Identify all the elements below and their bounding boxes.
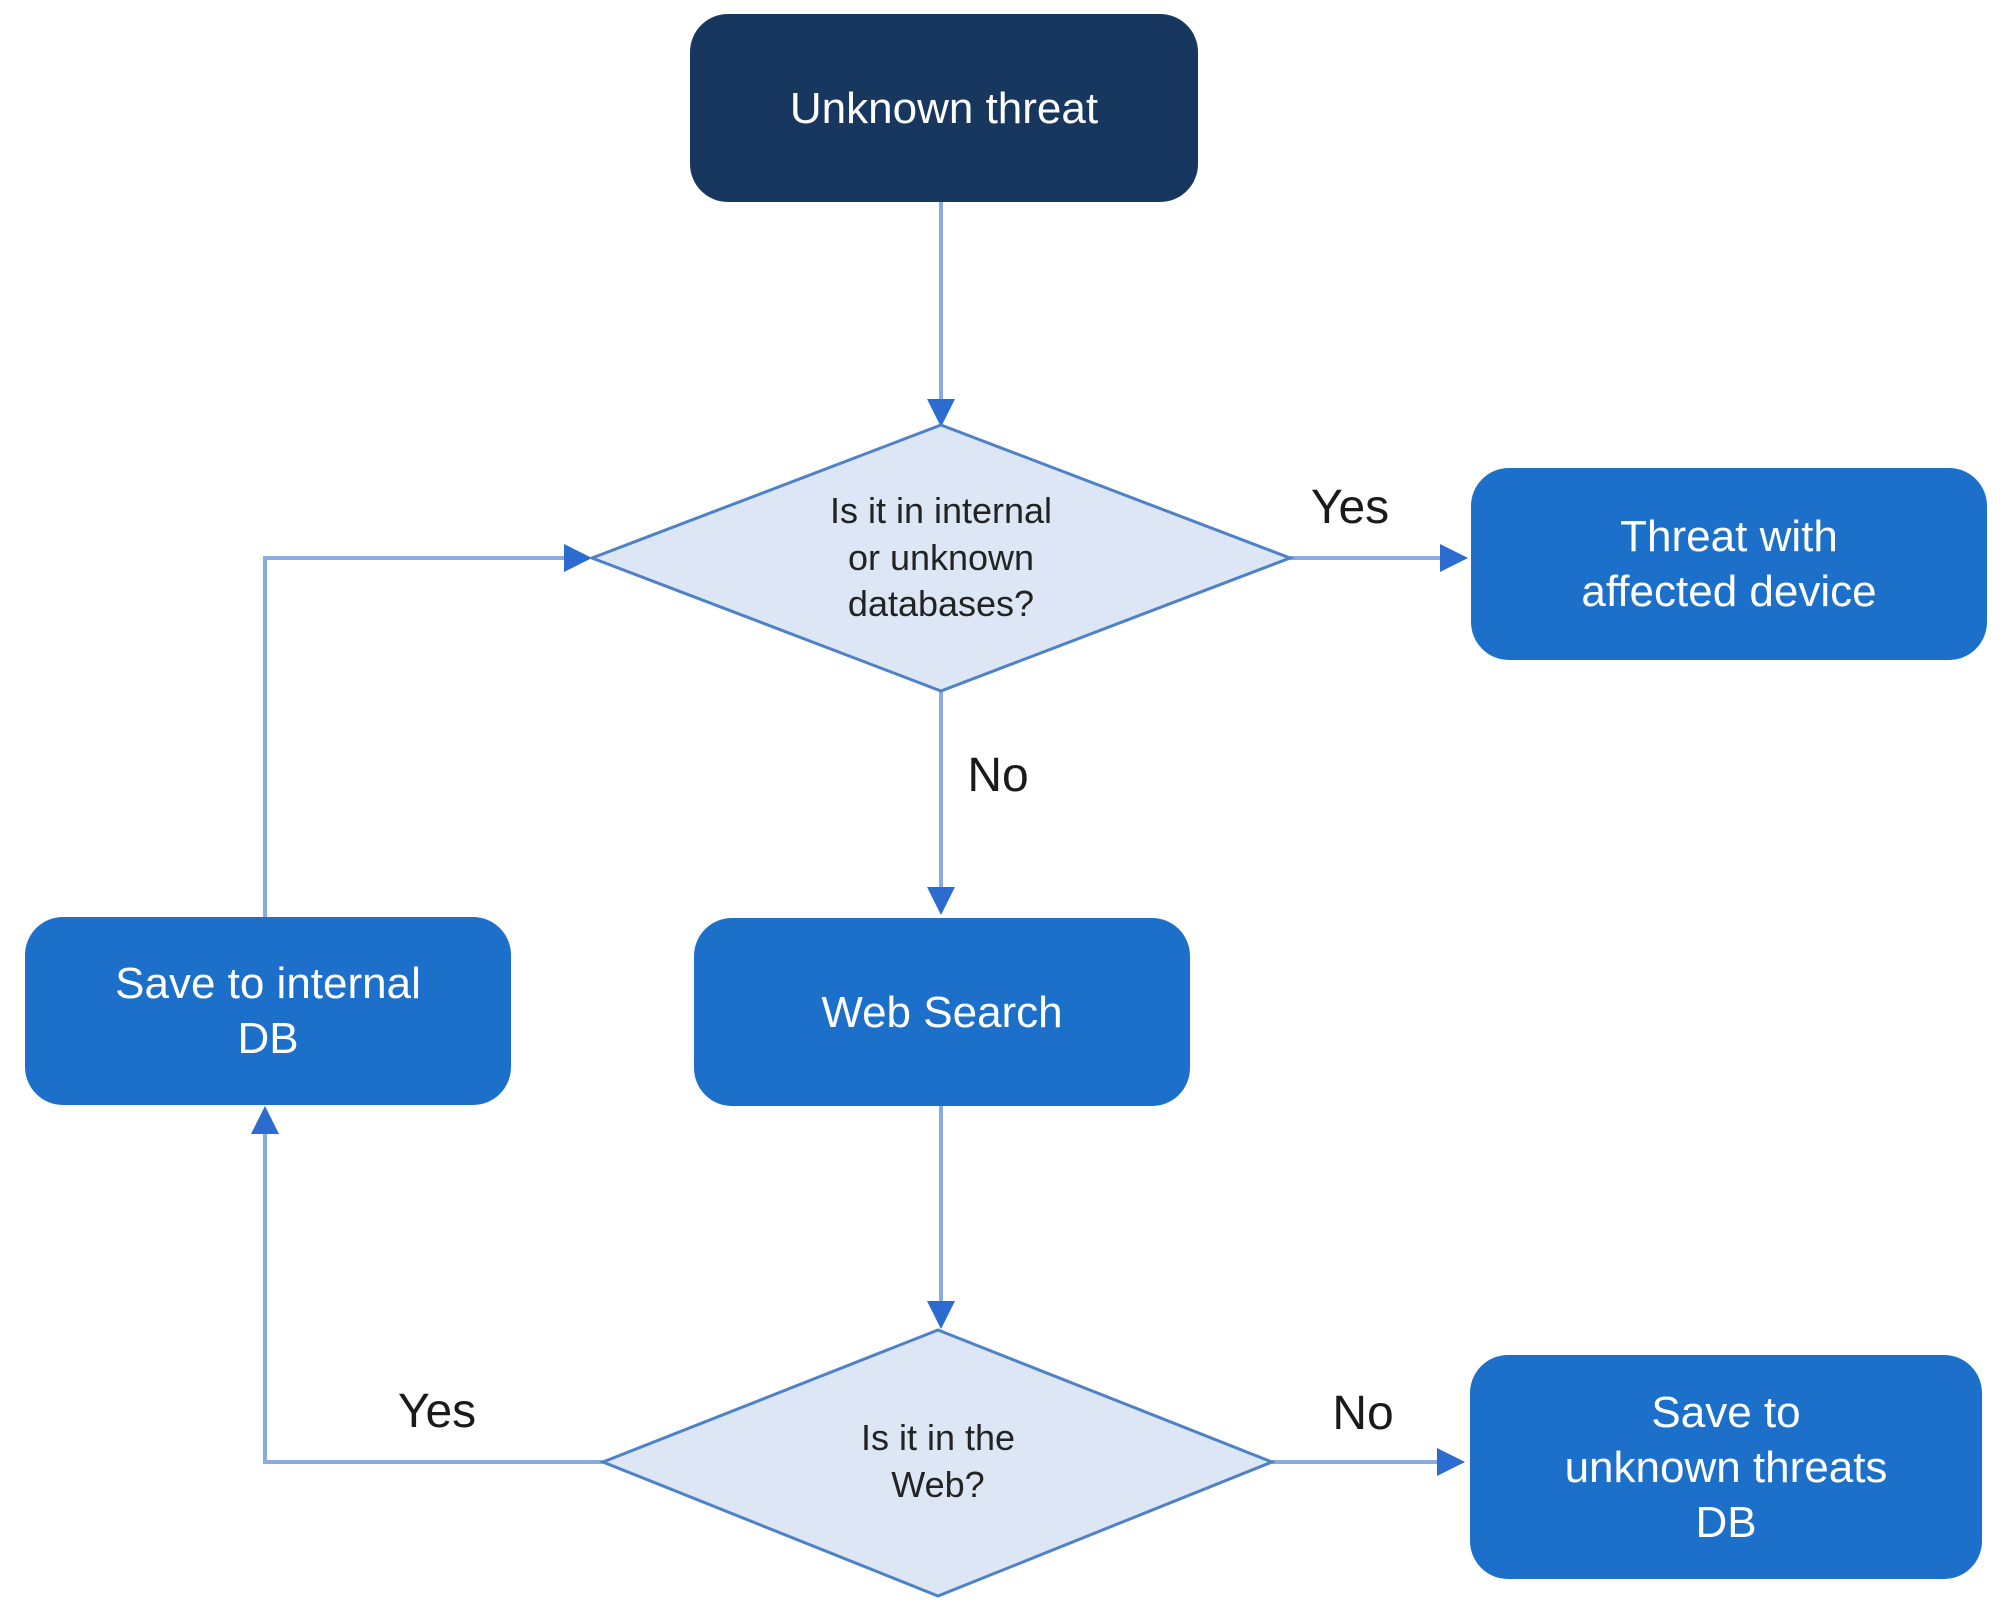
node-label: Web Search [821, 987, 1063, 1037]
arrowhead-right-icon [1440, 544, 1468, 572]
node-label: Unknown threat [789, 83, 1099, 133]
edge-decision2-no-to-save-unknown [1272, 1448, 1465, 1476]
node-save-to-internal-db: Save to internal DB [25, 917, 511, 1105]
decision-diamond-in-web [598, 1328, 1277, 1598]
arrowhead-right-icon [564, 544, 592, 572]
edge-save-internal-to-decision1 [263, 544, 592, 917]
decision-label-line: Is it in internal [829, 489, 1053, 531]
node-threat-with-affected-device: Threat with affected device [1471, 468, 1987, 660]
node-label: affected device [1581, 567, 1877, 616]
decision-diamond-internal-db [587, 423, 1295, 693]
decision-label-line: or unknown [847, 536, 1035, 578]
node-label: Threat with [1620, 512, 1838, 561]
edge-label-decision1-no: No [967, 749, 1029, 802]
edge-web-search-to-decision2 [927, 1106, 955, 1329]
decision-in-web-label: Is it in the Web? [738, 1372, 1138, 1552]
arrowhead-down-icon [927, 1301, 955, 1329]
node-label: Save to internal [115, 959, 421, 1008]
node-label: Save to [1651, 1387, 1801, 1437]
edge-decision2-yes-to-save-internal [251, 1106, 603, 1464]
decision-label-line: Is it in the [860, 1417, 1016, 1459]
edge-unknown-threat-to-decision1 [927, 202, 955, 427]
decision-label-line: Web? [891, 1464, 985, 1505]
arrowhead-up-icon [251, 1106, 279, 1134]
edge-label-decision2-no: No [1332, 1387, 1394, 1440]
edge-decision1-no-to-web-search [927, 691, 955, 915]
arrowhead-down-icon [927, 887, 955, 915]
decision-internal-db-label: Is it in internal or unknown databases? [741, 455, 1141, 661]
node-unknown-threat: Unknown threat [690, 14, 1198, 202]
node-label: unknown threats [1564, 1442, 1888, 1492]
node-web-search: Web Search [694, 918, 1190, 1106]
edge-decision1-yes-to-threat-affected [1290, 544, 1468, 572]
node-label: DB [237, 1014, 299, 1063]
arrowhead-right-icon [1437, 1448, 1465, 1476]
decision-label-line: databases? [847, 583, 1035, 625]
node-save-to-unknown-threats-db: Save to unknown threats DB [1470, 1355, 1982, 1579]
edge-label-decision2-yes: Yes [397, 1385, 477, 1438]
node-label: DB [1695, 1497, 1757, 1547]
edge-label-decision1-yes: Yes [1310, 481, 1390, 534]
arrowhead-down-icon [927, 399, 955, 427]
